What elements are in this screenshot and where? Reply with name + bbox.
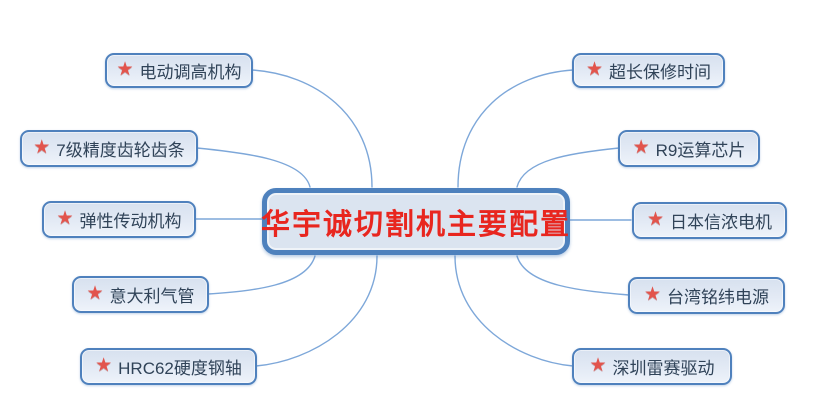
connector-gear-rack [196,147,311,188]
node-leadshine-drive[interactable]: ★ 深圳雷赛驱动 [572,348,732,385]
node-label: 日本信浓电机 [670,213,773,232]
connector-r9-chip [516,147,620,188]
node-label: 弹性传动机构 [79,212,182,231]
star-icon: ★ [646,209,665,230]
star-icon: ★ [116,59,134,80]
node-label: R9运算芯片 [655,141,746,160]
node-label: HRC62硬度钢轴 [118,359,242,378]
node-r9-chip[interactable]: ★ R9运算芯片 [618,130,760,167]
star-icon: ★ [86,283,104,304]
node-elastic-drive[interactable]: ★ 弹性传动机构 [42,201,196,238]
node-label: 意大利气管 [109,287,195,306]
star-icon: ★ [585,59,604,80]
node-label: 7级精度齿轮齿条 [56,141,185,160]
star-icon: ★ [589,355,607,376]
node-hrc62-steel-shaft[interactable]: ★ HRC62硬度钢轴 [80,348,257,385]
center-topic-label: 华宇诚切割机主要配置 [261,206,572,241]
star-icon: ★ [33,137,51,158]
star-icon: ★ [95,355,113,376]
node-warranty[interactable]: ★ 超长保修时间 [572,53,725,88]
star-icon: ★ [632,137,650,158]
connector-mingwei-power [516,255,630,296]
node-electric-height-adjust[interactable]: ★ 电动调高机构 [105,53,253,88]
center-topic[interactable]: 华宇诚切割机主要配置 [261,188,572,255]
node-gear-rack[interactable]: ★ 7级精度齿轮齿条 [20,130,198,167]
connector-warranty [457,69,574,188]
connector-hrc62-steel-shaft [255,255,378,367]
node-italian-air-pipe[interactable]: ★ 意大利气管 [72,276,209,313]
node-label: 超长保修时间 [609,63,712,82]
star-icon: ★ [643,284,662,305]
node-label: 电动调高机构 [139,63,242,82]
node-shinano-motor[interactable]: ★ 日本信浓电机 [632,202,787,239]
connector-electric-height-adjust [251,69,373,188]
node-label: 深圳雷赛驱动 [612,359,715,378]
node-label: 台湾铭纬电源 [667,288,770,307]
connector-italian-air-pipe [207,255,316,295]
connector-leadshine-drive [454,255,574,367]
node-mingwei-power[interactable]: ★ 台湾铭纬电源 [628,277,785,314]
star-icon: ★ [56,208,74,229]
